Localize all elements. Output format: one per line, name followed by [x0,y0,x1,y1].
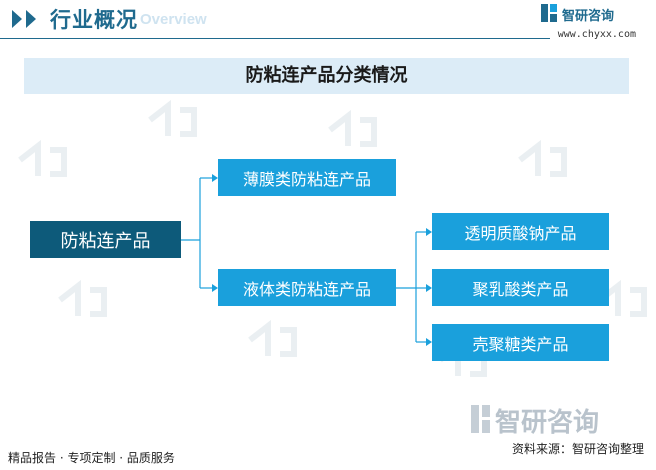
arrow-l2-2 [426,338,432,346]
arrow-l2-1 [426,284,432,292]
tree-node-sodium-hyaluronate: 透明质酸钠产品 [432,213,609,250]
diagram-title-banner: 防粘连产品分类情况 [24,58,629,94]
brand-logo-icon [541,4,557,22]
page-title: 行业概况 [50,8,138,32]
page-subtitle: Overview [140,11,207,28]
header-divider [0,38,550,39]
tree-node-chitosan: 壳聚糖类产品 [432,324,609,361]
watermark-text: 智研咨询 [495,408,600,438]
watermark-logo-icon [471,405,490,433]
diagram-title: 防粘连产品分类情况 [245,65,408,86]
arrow-l2-0 [426,228,432,236]
tree-node-polylactic-acid: 聚乳酸类产品 [432,269,609,306]
footer-source: 资料来源：智研咨询整理 [511,442,644,456]
tree-node-liquid: 液体类防粘连产品 [218,269,396,306]
tree-node-root: 防粘连产品 [30,221,181,258]
arrow-l1-1 [212,284,218,292]
brand-url: www.chyxx.com [557,29,636,40]
header-arrows-icon [12,10,36,28]
arrow-l1-0 [212,174,218,182]
footer-watermark: 智研咨询 [470,402,640,438]
brand-name: 智研咨询 [562,9,615,24]
brand: 智研咨询 [540,3,636,25]
footer-tagline: 精品报告 · 专项定制 · 品质服务 [8,451,175,465]
tree-node-film: 薄膜类防粘连产品 [218,159,396,196]
